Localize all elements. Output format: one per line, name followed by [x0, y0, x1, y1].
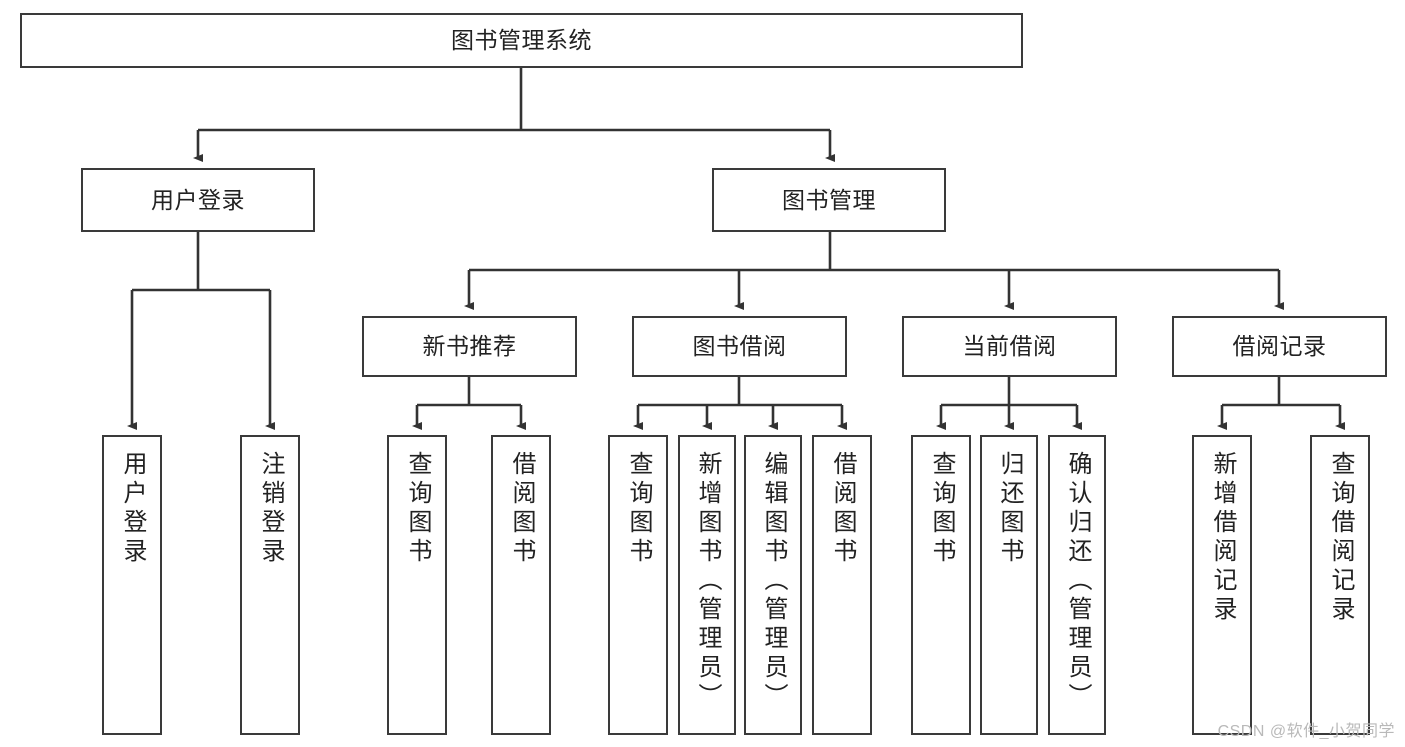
node-label: 借阅图书	[829, 451, 856, 567]
node-label: 当前借阅	[962, 333, 1057, 360]
leaf-borrow-query-book[interactable]: 查询图书	[608, 435, 668, 735]
node-new-book-recommend[interactable]: 新书推荐	[362, 316, 577, 377]
leaf-recommend-query-book[interactable]: 查询图书	[387, 435, 447, 735]
leaf-borrow-add-book-admin[interactable]: 新增图书（管理员）	[678, 435, 736, 735]
node-current-borrow[interactable]: 当前借阅	[902, 316, 1117, 377]
leaf-current-return-book[interactable]: 归还图书	[980, 435, 1038, 735]
leaf-borrow-edit-book-admin[interactable]: 编辑图书（管理员）	[744, 435, 802, 735]
node-label: 新书推荐	[422, 333, 517, 360]
node-label: 注销登录	[257, 451, 284, 567]
node-borrow-record[interactable]: 借阅记录	[1172, 316, 1387, 377]
watermark: CSDN @软件_小贺同学	[1217, 723, 1395, 740]
node-label: 归还图书	[996, 451, 1023, 567]
leaf-user-login-logout[interactable]: 注销登录	[240, 435, 300, 735]
node-label: 图书管理	[782, 186, 876, 213]
leaf-recommend-borrow-book[interactable]: 借阅图书	[491, 435, 551, 735]
node-label: 新增借阅记录	[1209, 451, 1236, 625]
node-root-system[interactable]: 图书管理系统	[20, 13, 1023, 68]
node-label: 用户登录	[151, 186, 245, 213]
leaf-current-query-book[interactable]: 查询图书	[911, 435, 971, 735]
node-label: 新增图书（管理员）	[694, 451, 721, 712]
node-label: 查询图书	[404, 451, 431, 567]
leaf-user-login-login[interactable]: 用户登录	[102, 435, 162, 735]
node-label: 查询借阅记录	[1327, 451, 1354, 625]
leaf-borrow-borrow-book[interactable]: 借阅图书	[812, 435, 872, 735]
leaf-record-add-record[interactable]: 新增借阅记录	[1192, 435, 1252, 735]
node-label: 查询图书	[625, 451, 652, 567]
node-label: 确认归还（管理员）	[1064, 451, 1091, 712]
node-label: 借阅记录	[1232, 333, 1327, 360]
node-book-management[interactable]: 图书管理	[712, 168, 946, 232]
node-label: 用户登录	[119, 451, 146, 567]
node-user-login[interactable]: 用户登录	[81, 168, 315, 232]
node-label: 编辑图书（管理员）	[760, 451, 787, 712]
node-label: 图书管理系统	[451, 27, 592, 54]
node-book-borrow[interactable]: 图书借阅	[632, 316, 847, 377]
node-label: 借阅图书	[508, 451, 535, 567]
leaf-current-confirm-return-admin[interactable]: 确认归还（管理员）	[1048, 435, 1106, 735]
node-label: 查询图书	[928, 451, 955, 567]
node-label: 图书借阅	[692, 333, 787, 360]
leaf-record-query-record[interactable]: 查询借阅记录	[1310, 435, 1370, 735]
